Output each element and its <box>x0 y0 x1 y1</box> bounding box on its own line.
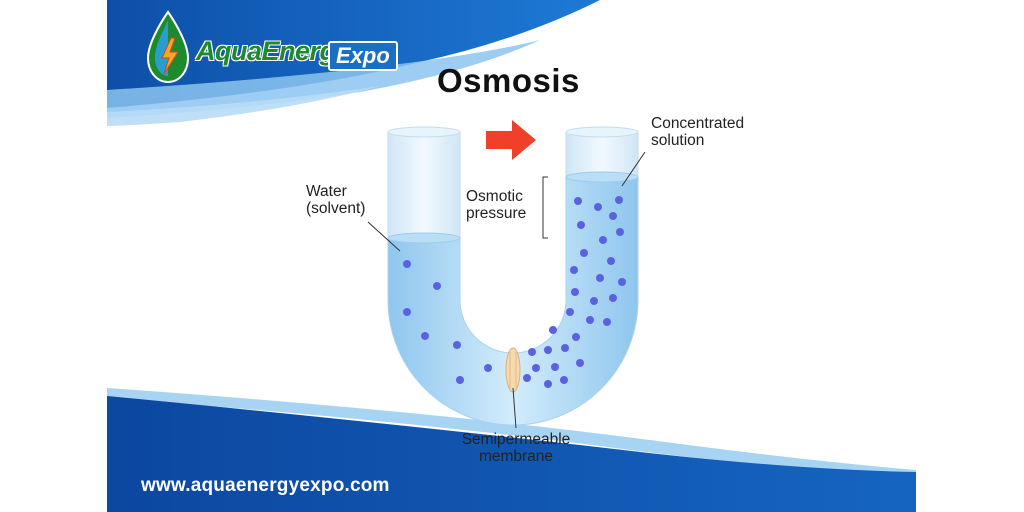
semipermeable-membrane-label: Semipermeable membrane <box>460 431 572 465</box>
concentrated-pointer-line <box>621 151 646 187</box>
flow-direction-arrow-icon <box>486 120 536 160</box>
membrane-label-line1: Semipermeable <box>461 431 571 448</box>
semipermeable-membrane <box>505 347 521 393</box>
water-drop-logo-icon <box>146 10 190 84</box>
water-label-line1: Water <box>306 183 347 200</box>
brand-name-aqua: AquaEnergy <box>196 36 351 66</box>
concentrated-solution-label: Concentrated solution <box>651 115 744 149</box>
membrane-pointer-line <box>512 387 517 429</box>
footer-wave-light <box>107 388 916 475</box>
concentrated-label-line1: Concentrated <box>651 115 745 132</box>
solute-particles <box>403 196 626 388</box>
website-link[interactable]: www.aquaenergyexpo.com <box>141 475 390 496</box>
water-pointer-line <box>367 221 401 252</box>
footer-wave <box>107 396 916 512</box>
right-liquid-surface <box>565 171 639 183</box>
header-wave-light-2 <box>107 86 380 126</box>
pressure-label-line2: pressure <box>466 205 527 222</box>
header-wave-light <box>107 40 540 118</box>
left-tube-empty <box>387 131 461 239</box>
right-gutter <box>916 0 1024 512</box>
lightning-bolt-icon <box>161 37 179 75</box>
left-liquid-surface <box>387 232 461 244</box>
brand-name-expo: Expo <box>328 41 398 71</box>
right-tube-rim <box>565 126 639 138</box>
diagram-title: Osmosis <box>437 62 580 99</box>
left-tube-rim <box>387 126 461 138</box>
membrane-label-line2: membrane <box>478 448 554 465</box>
water-label-line2: (solvent) <box>306 200 366 217</box>
pressure-label-line1: Osmotic <box>466 188 523 205</box>
osmotic-pressure-bracket <box>542 176 548 239</box>
water-solvent-label: Water (solvent) <box>306 183 365 217</box>
left-gutter <box>0 0 107 512</box>
brand-logo[interactable]: AquaEnergy Expo <box>138 8 408 88</box>
osmotic-pressure-label: Osmotic pressure <box>466 188 526 222</box>
concentrated-label-line2: solution <box>651 132 705 149</box>
right-tube-empty <box>565 131 639 178</box>
